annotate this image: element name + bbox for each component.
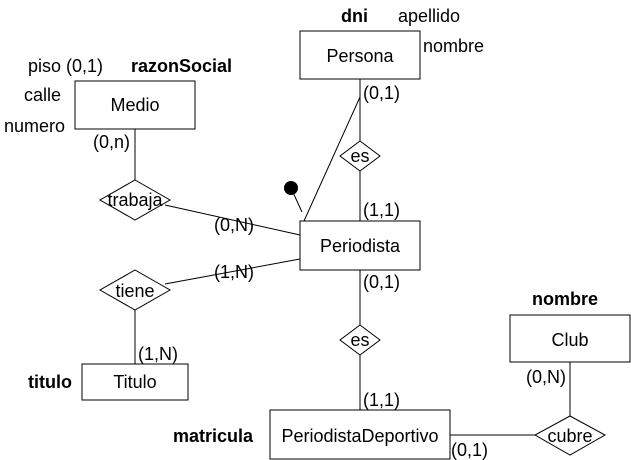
entity-periodista: Periodista [299,220,421,271]
cardinality-medio-trabaja: (0,n) [93,132,130,152]
entity-club-label: Club [551,330,588,350]
entity-titulo: Titulo [81,363,189,401]
cardinality-trabaja-periodista: (0,N) [214,215,254,235]
cardinality-pd-cubre: (0,1) [451,440,488,460]
entity-club: Club [509,314,631,363]
attribute-pd-matricula: matricula [173,426,254,446]
relationship-trabaja: trabaja [98,179,172,221]
relationship-es-bottom: es [339,324,381,356]
relationship-es-bottom-label: es [350,330,369,350]
entity-titulo-label: Titulo [113,372,156,392]
entity-persona: Persona [299,30,421,80]
cardinality-club-cubre: (0,N) [526,367,566,387]
entity-persona-label: Persona [326,46,394,66]
attribute-persona-dni: dni [341,6,368,26]
attribute-medio-piso: piso (0,1) [28,56,103,76]
cardinality-periodista-es: (0,1) [363,272,400,292]
cardinality-tiene-periodista: (1,N) [214,262,254,282]
entity-medio: Medio [74,80,196,130]
attribute-titulo-titulo: titulo [28,372,72,392]
line-trabaja-periodista [164,204,301,236]
attribute-medio-calle: calle [24,85,61,105]
entity-periodista-label: Periodista [320,236,401,256]
relationship-cubre: cubre [533,415,607,456]
attribute-medio-numero: numero [4,116,65,136]
relationship-trabaja-label: trabaja [107,190,163,210]
relationship-es-top-label: es [350,146,369,166]
cardinality-tiene-titulo: (1,N) [138,344,178,364]
relationship-tiene-label: tiene [115,281,154,301]
attribute-club-nombre: nombre [532,289,598,309]
cardinality-es-periodista: (1,1) [363,200,400,220]
connectors [134,79,571,436]
entity-periodista-deportivo: PeriodistaDeportivo [269,409,451,460]
entity-periodista-deportivo-label: PeriodistaDeportivo [281,426,438,446]
cardinality-persona-es: (0,1) [363,83,400,103]
relationship-es-top: es [339,140,381,172]
attribute-persona-apellido: apellido [398,6,460,26]
relationship-cubre-label: cubre [547,426,592,446]
attribute-persona-nombre: nombre [423,36,484,56]
entity-medio-label: Medio [110,95,159,115]
attribute-medio-razon-social: razonSocial [131,56,232,76]
line-tiene-periodista [164,258,301,285]
attribute-dot [284,181,298,195]
relationship-tiene: tiene [98,269,172,311]
cardinality-es-pd: (1,1) [363,390,400,410]
line-persona-periodista-diagonal [303,96,361,222]
